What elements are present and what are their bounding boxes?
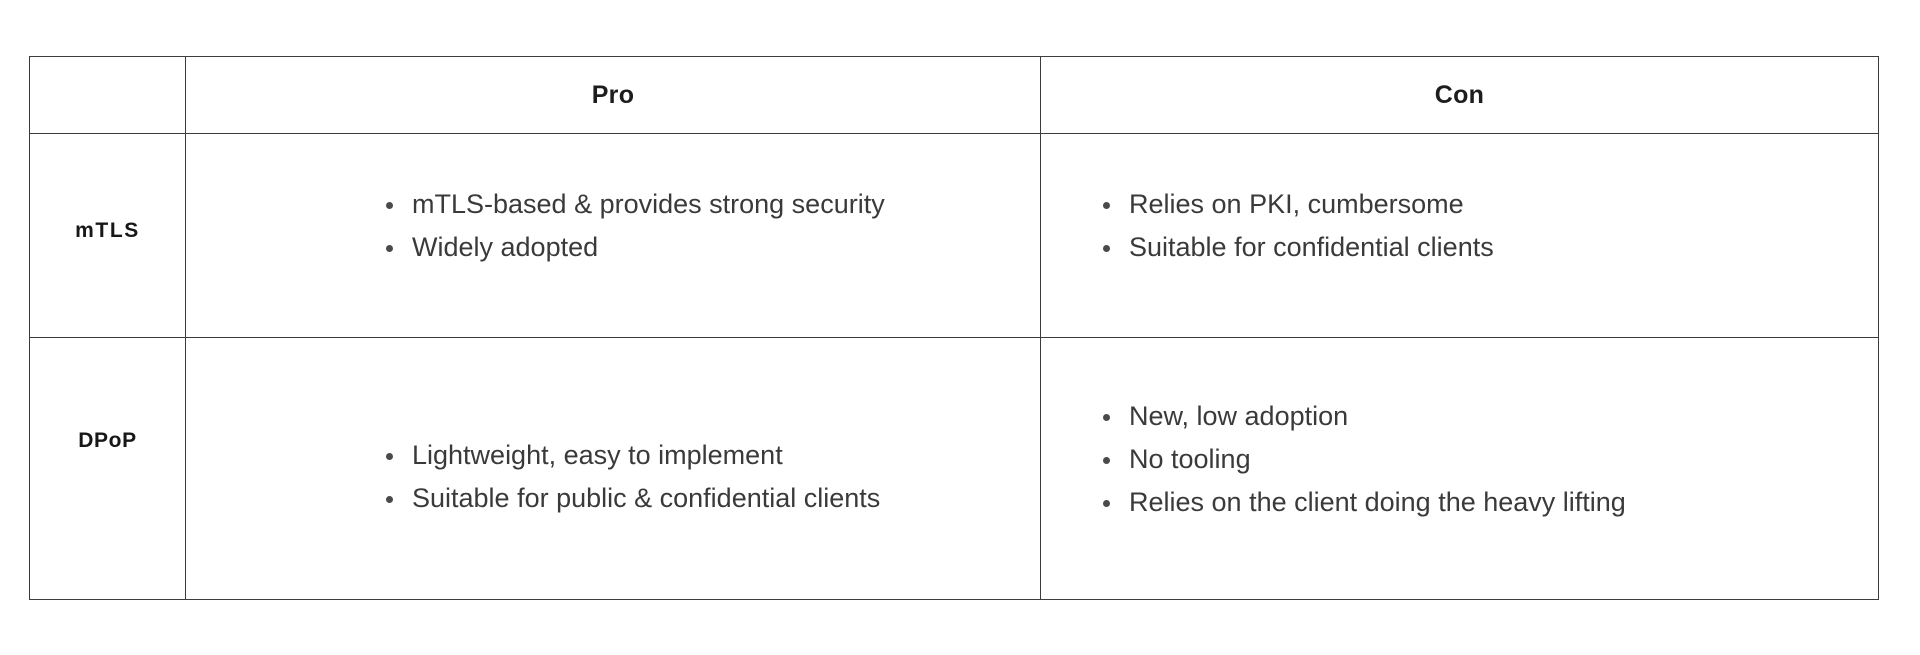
bullet-list-mtls-pro: mTLS-based & provides strong security Wi… xyxy=(186,183,1040,269)
list-item: Suitable for public & confidential clien… xyxy=(382,477,1022,520)
bullet-list-mtls-con: Relies on PKI, cumbersome Suitable for c… xyxy=(1041,183,1878,269)
table-row: mTLS mTLS-based & provides strong securi… xyxy=(29,133,1879,338)
cell-mtls-con: Relies on PKI, cumbersome Suitable for c… xyxy=(1040,133,1879,338)
list-item: Relies on the client doing the heavy lif… xyxy=(1099,481,1860,524)
list-item: New, low adoption xyxy=(1099,395,1860,438)
list-item: Lightweight, easy to implement xyxy=(382,434,1022,477)
header-row: Pro Con xyxy=(29,56,1879,134)
table-row: DPoP Lightweight, easy to implement Suit… xyxy=(29,337,1879,600)
column-header-con: Con xyxy=(1040,56,1879,134)
table-body: mTLS mTLS-based & provides strong securi… xyxy=(29,133,1879,600)
list-item: Widely adopted xyxy=(382,226,1022,269)
list-item: No tooling xyxy=(1099,438,1860,481)
column-header-pro: Pro xyxy=(185,56,1041,134)
list-item: mTLS-based & provides strong security xyxy=(382,183,1022,226)
pro-con-comparison-table: Pro Con mTLS mTLS-based & provides stron… xyxy=(29,56,1879,600)
bullet-list-dpop-con: New, low adoption No tooling Relies on t… xyxy=(1041,395,1878,524)
table-header: Pro Con xyxy=(29,56,1879,134)
cell-mtls-pro: mTLS-based & provides strong security Wi… xyxy=(185,133,1041,338)
cell-dpop-pro: Lightweight, easy to implement Suitable … xyxy=(185,337,1041,600)
cell-dpop-con: New, low adoption No tooling Relies on t… xyxy=(1040,337,1879,600)
bullet-list-dpop-pro: Lightweight, easy to implement Suitable … xyxy=(186,434,1040,520)
row-label-dpop: DPoP xyxy=(29,337,186,600)
list-item: Suitable for confidential clients xyxy=(1099,226,1860,269)
corner-header-cell xyxy=(29,56,186,134)
row-label-mtls: mTLS xyxy=(29,133,186,338)
list-item: Relies on PKI, cumbersome xyxy=(1099,183,1860,226)
